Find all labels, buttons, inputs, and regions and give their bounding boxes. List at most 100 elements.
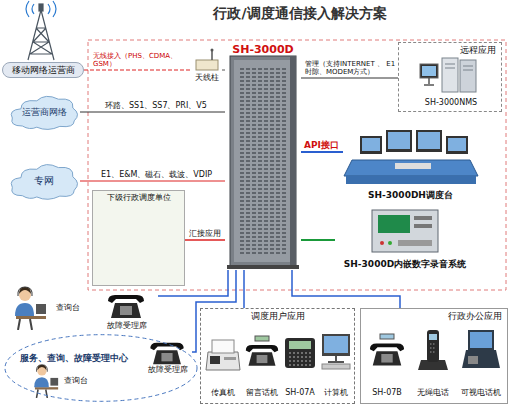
server-icons-part bbox=[424, 78, 434, 85]
fax-machine bbox=[206, 340, 240, 370]
server-icons-part bbox=[422, 66, 436, 76]
recorder-unit-part bbox=[388, 241, 392, 245]
node-label: 查询台 bbox=[56, 303, 80, 312]
fax-machine-part bbox=[224, 357, 236, 360]
edge-label: 环路、SS1、SS7、PRI、V5 bbox=[104, 101, 208, 110]
antenna-node: 天线柱 bbox=[192, 48, 222, 84]
group-box: 下级行政调度单位 bbox=[92, 190, 185, 286]
server-icons bbox=[420, 58, 476, 92]
server-icons-part bbox=[442, 58, 458, 92]
phone-icon bbox=[370, 344, 404, 366]
connector-line bbox=[80, 181, 225, 182]
device-node: 留言话机 bbox=[243, 327, 281, 399]
group-box: 远程应用SH-3000NMS bbox=[398, 42, 502, 112]
node-label: 移动网络运营商 bbox=[12, 65, 75, 75]
node-label: SH-07B bbox=[372, 388, 402, 397]
video-phone-part bbox=[468, 356, 478, 364]
dispatch-console-part bbox=[395, 163, 431, 169]
server-icons-part bbox=[445, 64, 473, 70]
recorder-unit-part bbox=[378, 215, 410, 233]
connector-line bbox=[301, 78, 398, 79]
recorder-unit-part bbox=[380, 241, 384, 245]
dispatch-console-part bbox=[388, 132, 410, 149]
node-label: 天线柱 bbox=[195, 73, 219, 82]
phone-node: 故障受理席 bbox=[96, 290, 158, 332]
dispatch-console-part bbox=[360, 136, 382, 154]
computer-part bbox=[322, 334, 350, 356]
switch-cabinet-part bbox=[227, 265, 299, 269]
cloud-shape bbox=[11, 165, 77, 200]
video-phone-part bbox=[470, 332, 492, 348]
connector-line bbox=[84, 70, 192, 71]
diagram-title: 行政/调度通信接入解决方案 bbox=[170, 5, 430, 23]
device-node: SH-3000NMS bbox=[409, 55, 493, 109]
radio-tower-part bbox=[39, 4, 43, 11]
fax-machine-part bbox=[210, 356, 220, 364]
connector-line bbox=[243, 270, 245, 308]
phone-display bbox=[255, 336, 269, 341]
radio-tower-part bbox=[28, 10, 54, 60]
node-label: SH-07A bbox=[285, 388, 315, 397]
recorder-unit-part bbox=[372, 210, 438, 252]
desk-phone-part bbox=[289, 341, 311, 349]
ellipse-border bbox=[5, 335, 197, 402]
connector-line bbox=[222, 70, 225, 71]
system-frame bbox=[88, 40, 506, 290]
recorder-unit-part bbox=[414, 216, 432, 220]
connector-line bbox=[80, 112, 225, 113]
connector-line bbox=[185, 239, 225, 241]
operator-icon bbox=[15, 287, 46, 330]
phone-icon bbox=[108, 295, 144, 318]
device-node: 无绳电话 bbox=[411, 327, 455, 399]
edge-label: API接口 bbox=[303, 140, 340, 150]
dispatch-console-part bbox=[448, 138, 466, 151]
operator-label-box: 移动网络运营商 bbox=[2, 62, 84, 78]
antenna-unit-part bbox=[211, 49, 214, 52]
device-node: SH-07B bbox=[365, 327, 409, 399]
recorder-node: SH-3000D内嵌数字录音系统 bbox=[335, 205, 475, 271]
node-label: 运营商网络 bbox=[22, 107, 67, 117]
recorder-unit-part bbox=[398, 240, 432, 246]
fax-machine-part bbox=[212, 340, 234, 353]
dispatch-console-part bbox=[346, 176, 476, 184]
console-node: SH-3000DH调度台 bbox=[343, 126, 478, 202]
phone-icon bbox=[150, 343, 183, 364]
switch-cabinet-part bbox=[234, 60, 290, 262]
switch-node: SH-3000D bbox=[225, 42, 301, 270]
video-phone bbox=[462, 330, 500, 368]
desk-phone bbox=[285, 338, 315, 368]
recorder-unit-part bbox=[414, 224, 432, 228]
computer bbox=[322, 334, 350, 369]
node-label: 服务、查询、故障受理中心 bbox=[20, 353, 128, 363]
dispatch-console bbox=[344, 130, 478, 184]
desk-phone-part bbox=[289, 353, 311, 365]
cloud-shape bbox=[11, 96, 77, 129]
device-node: SH-07A bbox=[283, 327, 317, 399]
switch-cabinet-part bbox=[238, 66, 286, 256]
cordless-phone-part bbox=[430, 344, 436, 352]
switch-cabinet-part bbox=[290, 56, 296, 266]
connector-line bbox=[301, 151, 343, 153]
network-cloud: 专网 bbox=[8, 160, 80, 202]
operator-node: 查询台 bbox=[28, 364, 94, 398]
node-label: 传真机 bbox=[211, 388, 235, 397]
node-label: 远程应用 bbox=[460, 45, 496, 55]
node-label: SH-3000D内嵌数字录音系统 bbox=[344, 259, 466, 269]
phone-display bbox=[380, 334, 394, 339]
dispatch-console-part bbox=[446, 136, 468, 154]
computer-part bbox=[328, 356, 344, 362]
phone-icon bbox=[246, 345, 278, 366]
fax-machine-part bbox=[206, 352, 240, 370]
node-label: 留言话机 bbox=[246, 388, 278, 397]
antenna-unit-part bbox=[196, 60, 218, 70]
cordless-phone bbox=[418, 330, 448, 370]
video-phone-part bbox=[462, 350, 500, 368]
device-node: 传真机 bbox=[205, 327, 241, 399]
node-label: 故障受理席 bbox=[107, 321, 147, 330]
desk-phone-part bbox=[285, 338, 315, 368]
node-label: SH-3000D bbox=[232, 44, 293, 57]
video-phone-part bbox=[468, 330, 494, 350]
connector-line bbox=[292, 270, 400, 308]
node-label: 行政办公应用 bbox=[448, 311, 502, 321]
